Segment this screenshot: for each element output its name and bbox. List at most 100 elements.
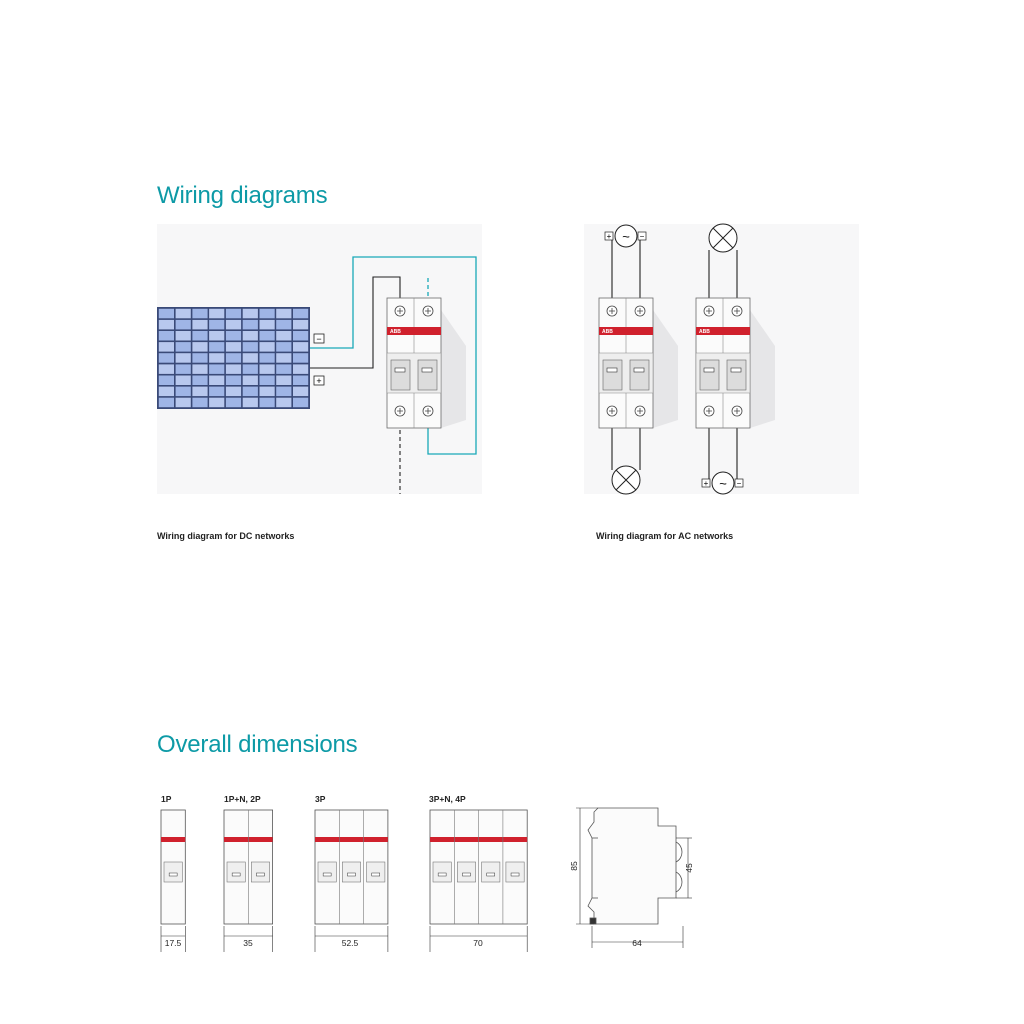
solar-cell (259, 308, 275, 319)
solar-cell (175, 397, 191, 408)
lamp-icon (708, 223, 738, 253)
lever-window (371, 872, 380, 877)
wiring-diagrams-title: Wiring diagrams (157, 182, 328, 209)
solar-cell (259, 397, 275, 408)
solar-cell (276, 331, 292, 341)
solar-cell (293, 397, 309, 408)
solar-cell (259, 375, 275, 385)
lamp-icon (611, 465, 641, 495)
solar-cell (242, 308, 258, 319)
dc-wires (310, 256, 477, 494)
solar-cell (209, 331, 225, 341)
solar-cell (276, 397, 292, 408)
solar-cell (175, 364, 191, 374)
solar-cell (209, 319, 225, 330)
svg-text:−: − (316, 334, 321, 344)
solar-cell (225, 319, 242, 330)
solar-cell (293, 308, 309, 319)
lever-window (168, 872, 178, 877)
svg-text:ABB: ABB (699, 329, 710, 335)
solar-cell (209, 308, 225, 319)
ac-source-icon: ~ + − (604, 224, 647, 248)
lever-window (347, 872, 356, 877)
ac-wires (611, 236, 738, 482)
solar-cell (209, 342, 225, 352)
lever-window (462, 872, 471, 877)
solar-cell (276, 375, 292, 385)
solar-cell (175, 353, 191, 363)
solar-cell (259, 319, 275, 330)
solar-cell (209, 353, 225, 363)
width-label-1p: 17.5 (165, 938, 182, 948)
solar-cell (175, 386, 191, 397)
solar-cell (276, 319, 292, 330)
plus-terminal-icon: + (313, 375, 325, 386)
toggle-lever (366, 861, 386, 883)
side-view (576, 807, 692, 948)
solar-cell (225, 308, 242, 319)
solar-cell (276, 353, 292, 363)
solar-cell (192, 364, 208, 374)
solar-cell (293, 331, 309, 341)
solar-cell (225, 331, 242, 341)
variant-label-3p: 3P (315, 794, 326, 804)
solar-cell (242, 342, 258, 352)
solar-cell (293, 375, 309, 385)
solar-cell (225, 364, 242, 374)
solar-cell (259, 386, 275, 397)
ac-source-icon: ~ + − (701, 471, 744, 495)
brand-stripe (161, 837, 186, 842)
lever-window (231, 872, 241, 877)
solar-cell (276, 364, 292, 374)
solar-cell (225, 342, 242, 352)
overall-dimensions-title: Overall dimensions (157, 731, 358, 758)
solar-cell (192, 342, 208, 352)
dc-caption: Wiring diagram for DC networks (157, 531, 295, 541)
screw-icon (703, 305, 715, 317)
solar-cell (192, 397, 208, 408)
solar-cell (242, 364, 258, 374)
solar-cell (175, 308, 191, 319)
lever-window (510, 872, 520, 877)
toggle-lever (481, 861, 501, 883)
screw-icon (731, 305, 743, 317)
svg-text:+: + (704, 479, 709, 488)
solar-cell (242, 331, 258, 341)
lever-window (322, 872, 332, 877)
screw-icon (634, 305, 646, 317)
screw-icon (422, 405, 434, 417)
svg-text:~: ~ (622, 229, 630, 244)
screw-icon (394, 305, 406, 317)
svg-text:+: + (316, 376, 321, 386)
lever-window (256, 872, 265, 877)
solar-cell (192, 386, 208, 397)
solar-cell (158, 331, 174, 341)
solar-cell (158, 397, 174, 408)
screw-icon (731, 405, 743, 417)
solar-cell (259, 353, 275, 363)
svg-text:~: ~ (719, 476, 727, 491)
solar-cell (276, 342, 292, 352)
solar-cell (209, 375, 225, 385)
ac-breaker-right: ABB (695, 297, 775, 429)
svg-text:+: + (607, 232, 612, 241)
screw-icon (606, 305, 618, 317)
solar-cell (293, 353, 309, 363)
ac-breaker-left: ABB (598, 297, 678, 429)
width-label-2p: 35 (243, 938, 253, 948)
solar-cell (192, 319, 208, 330)
screw-icon (422, 305, 434, 317)
side-front-height-label: 45 (684, 863, 694, 873)
solar-cell (242, 386, 258, 397)
width-label-4p: 70 (473, 938, 483, 948)
solar-cell (242, 319, 258, 330)
solar-cell (242, 397, 258, 408)
toggle-lever (505, 861, 525, 883)
screw-icon (394, 405, 406, 417)
brand-stripe (315, 837, 388, 842)
lever-window (486, 872, 495, 877)
solar-cell (225, 397, 242, 408)
side-height-label: 85 (569, 861, 579, 871)
